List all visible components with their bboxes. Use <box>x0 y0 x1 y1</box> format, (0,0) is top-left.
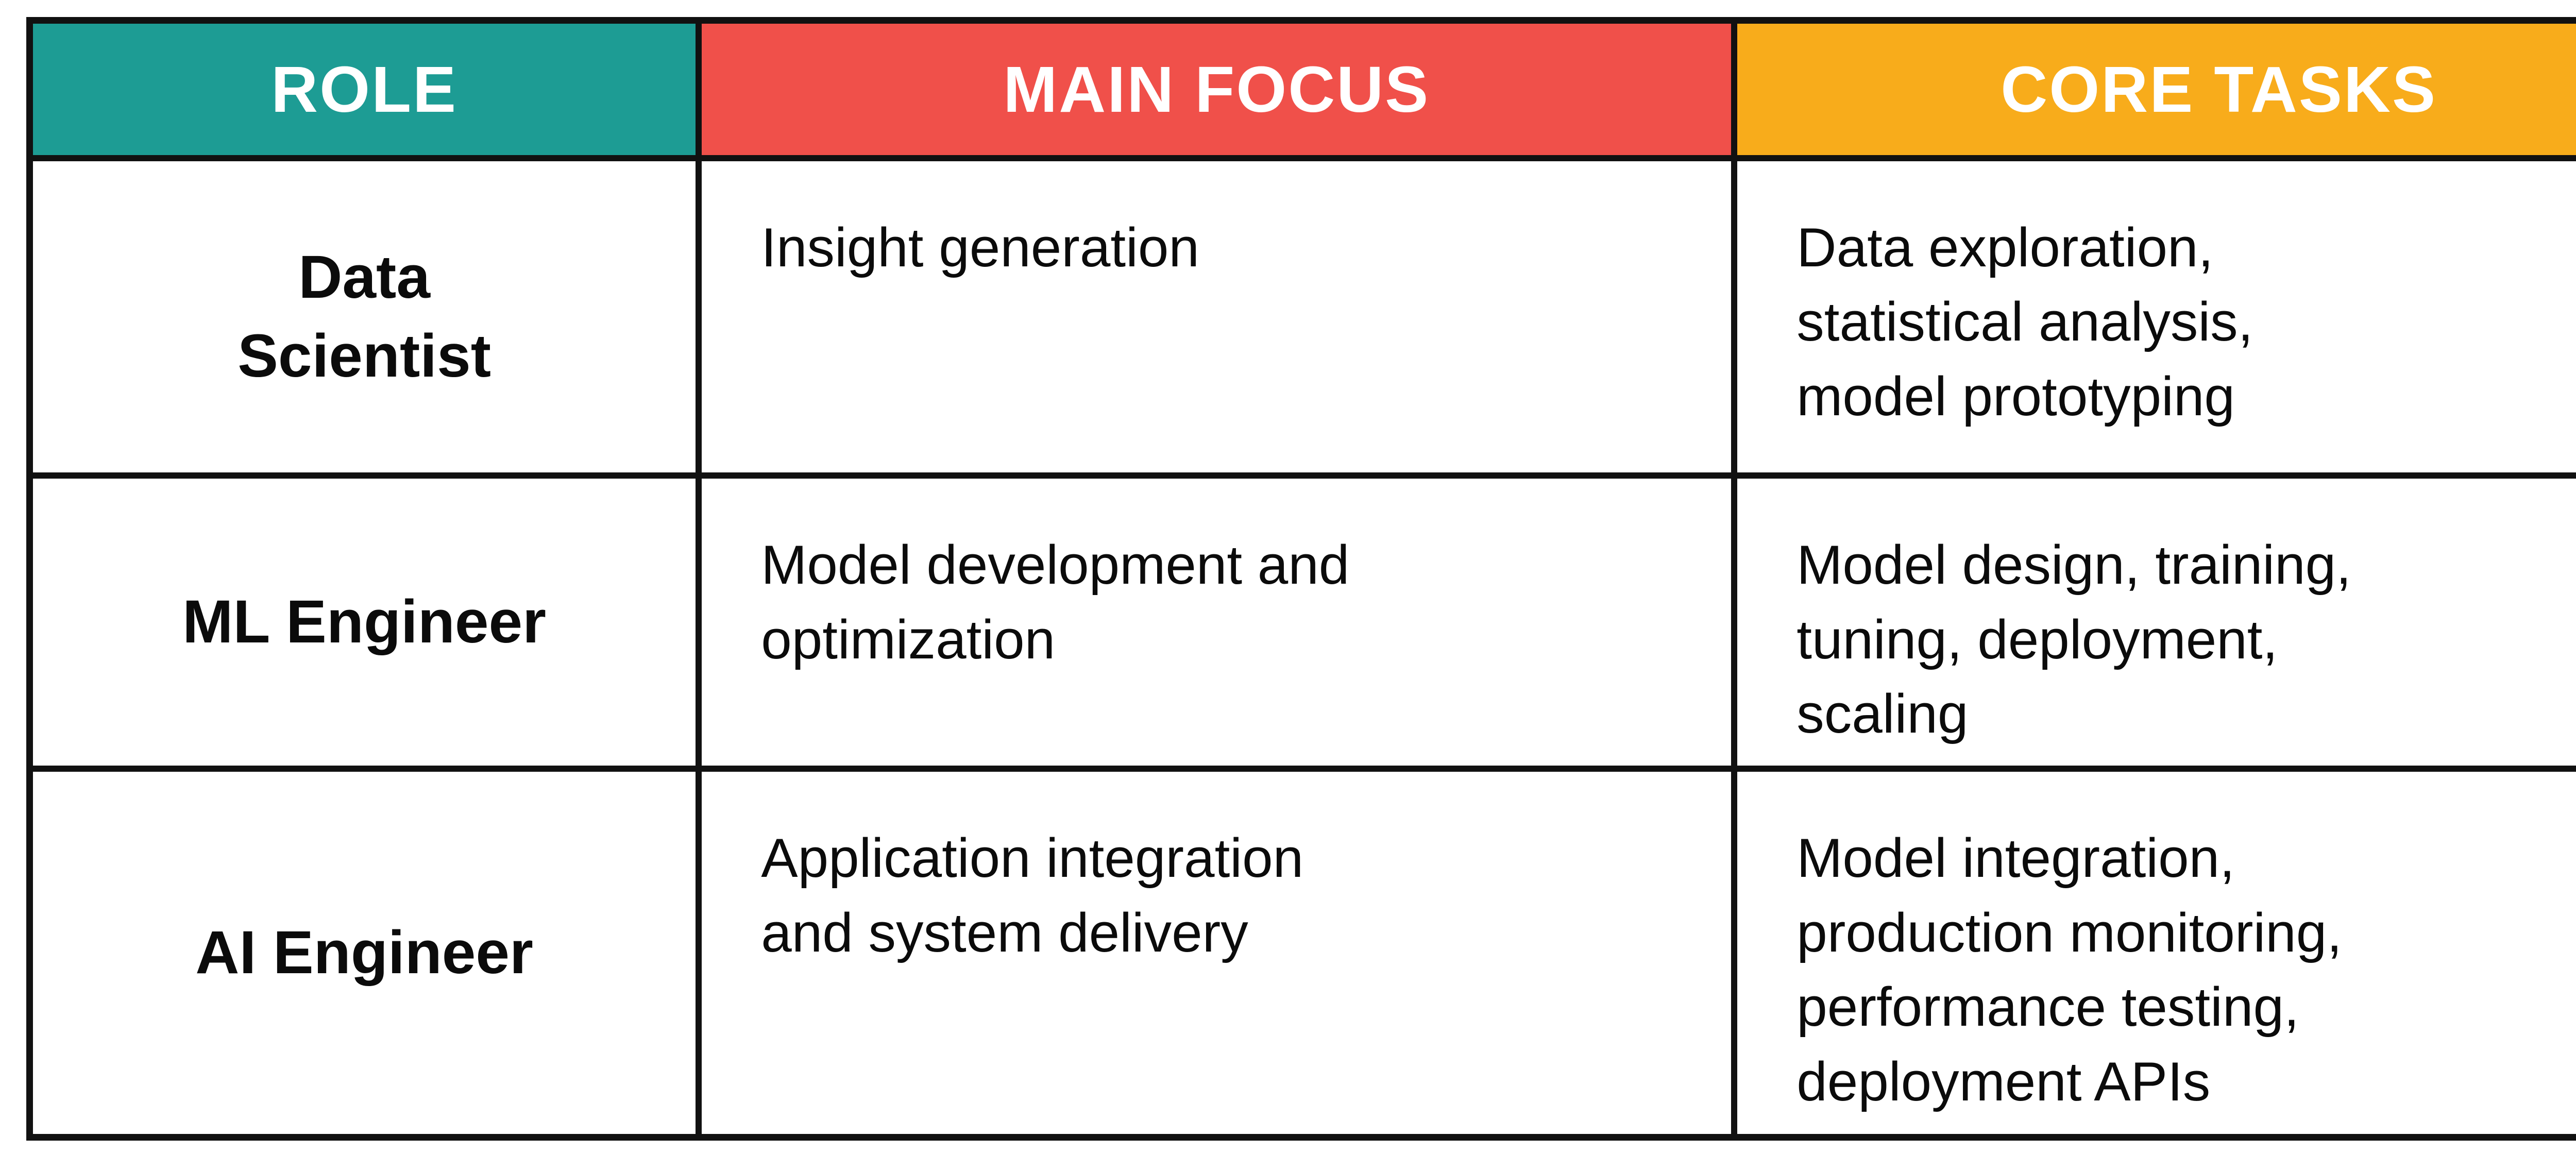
focus-cell-ai-engineer: Application integration and system deliv… <box>702 772 1738 1134</box>
column-header-core-tasks-label: CORE TASKS <box>2001 53 2437 126</box>
focus-cell-data-scientist: Insight generation <box>702 161 1738 479</box>
role-comparison-table: ROLE MAIN FOCUS CORE TASKS Data Scientis… <box>26 17 2576 1141</box>
role-cell-ml-engineer: ML Engineer <box>33 479 702 772</box>
role-cell-data-scientist: Data Scientist <box>33 161 702 479</box>
column-header-main-focus: MAIN FOCUS <box>702 24 1738 161</box>
tasks-cell-ml-engineer: Model design, training, tuning, deployme… <box>1737 479 2576 772</box>
role-cell-ai-engineer: AI Engineer <box>33 772 702 1134</box>
tasks-cell-data-scientist: Data exploration, statistical analysis, … <box>1737 161 2576 479</box>
focus-cell-ml-engineer: Model development and optimization <box>702 479 1738 772</box>
column-header-core-tasks: CORE TASKS <box>1737 24 2576 161</box>
column-header-main-focus-label: MAIN FOCUS <box>1003 53 1430 126</box>
column-header-role-label: ROLE <box>271 53 458 126</box>
tasks-cell-ai-engineer: Model integration, production monitoring… <box>1797 827 2343 1112</box>
column-header-role: ROLE <box>33 24 702 161</box>
